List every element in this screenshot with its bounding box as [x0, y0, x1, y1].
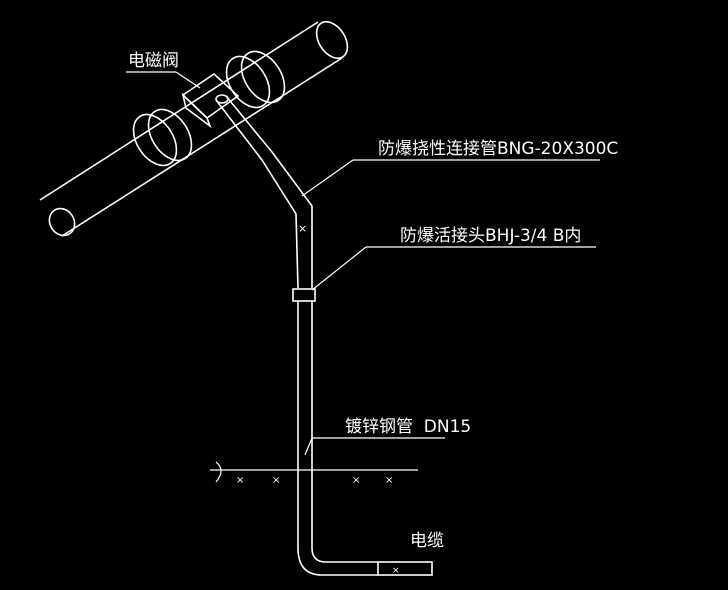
label-steel-pipe: 镀锌钢管 DN15 — [345, 417, 471, 437]
ground-line: × × × × — [210, 461, 418, 486]
label-cable: 电缆 — [410, 531, 444, 551]
steel-pipe — [297, 301, 378, 576]
svg-text:×: × — [385, 475, 393, 486]
flexible-pipe: × — [215, 95, 313, 289]
svg-text:×: × — [272, 475, 280, 486]
label-union: 防爆活接头BHJ-3/4 B内 — [400, 226, 581, 246]
weld-mark: × — [298, 222, 307, 235]
label-solenoid-valve: 电磁阀 — [128, 51, 179, 71]
leader-lines — [126, 71, 600, 456]
svg-text:×: × — [352, 475, 360, 486]
union-fitting — [292, 288, 316, 302]
svg-text:×: × — [236, 475, 244, 486]
pipe-flange-left — [132, 108, 193, 167]
label-flex-pipe: 防爆挠性连接管BNG-20X300C — [378, 139, 618, 159]
svg-text:×: × — [392, 566, 400, 576]
cable-end: × — [377, 561, 433, 576]
process-pipe — [39, 20, 349, 237]
